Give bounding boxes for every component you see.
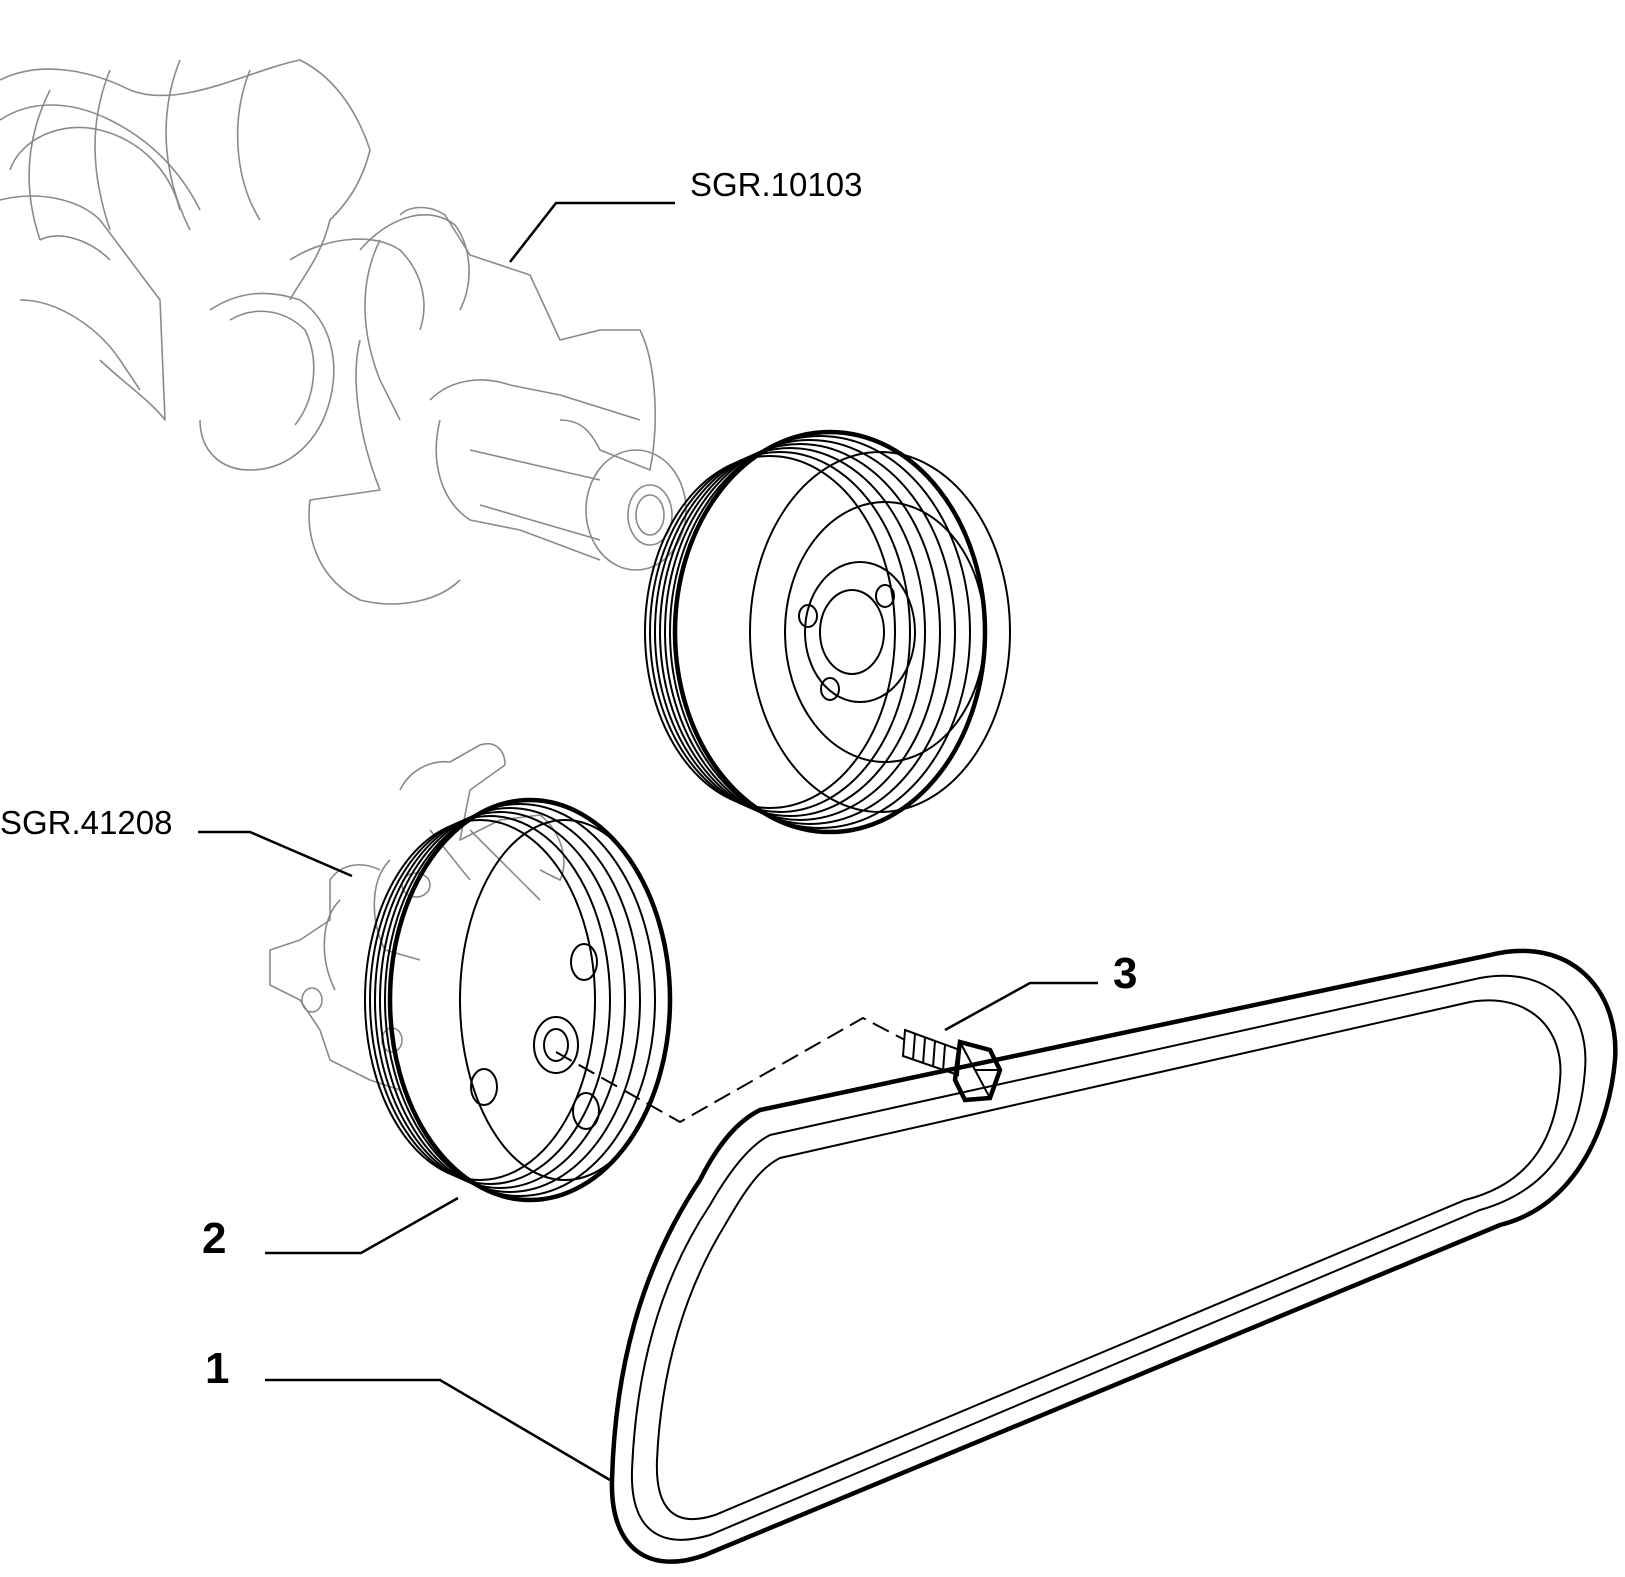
pump-reference-label: SGR.41208 <box>0 804 172 841</box>
bolt-callout: 3 <box>944 949 1137 1032</box>
pump-pulley <box>364 797 673 1203</box>
crankshaft-leader-line <box>509 201 675 263</box>
pump-pulley-callout-number: 2 <box>202 1214 226 1263</box>
belt-callout-leader <box>265 1378 611 1482</box>
crankshaft-ghost <box>0 59 687 605</box>
crankshaft-reference-label: SGR.10103 <box>690 166 862 203</box>
drive-belt <box>609 948 1618 1564</box>
bolt <box>901 1028 1003 1103</box>
belt-callout: 1 <box>205 1344 611 1482</box>
bolt-axis-dashed-line <box>555 1016 906 1124</box>
pump-leader-line <box>198 830 353 878</box>
pump-pulley-callout-leader <box>265 1196 459 1255</box>
bolt-callout-leader <box>944 981 1098 1032</box>
belt-callout-number: 1 <box>205 1344 229 1393</box>
power-steering-pump-reference: SGR.41208 <box>0 804 353 878</box>
crankshaft-reference: SGR.10103 <box>509 166 862 263</box>
bolt-callout-number: 3 <box>1113 949 1137 998</box>
crankshaft-pulley-ghost <box>644 429 1011 835</box>
power-steering-pump-ghost <box>269 743 565 1091</box>
pump-pulley-callout: 2 <box>202 1196 459 1263</box>
